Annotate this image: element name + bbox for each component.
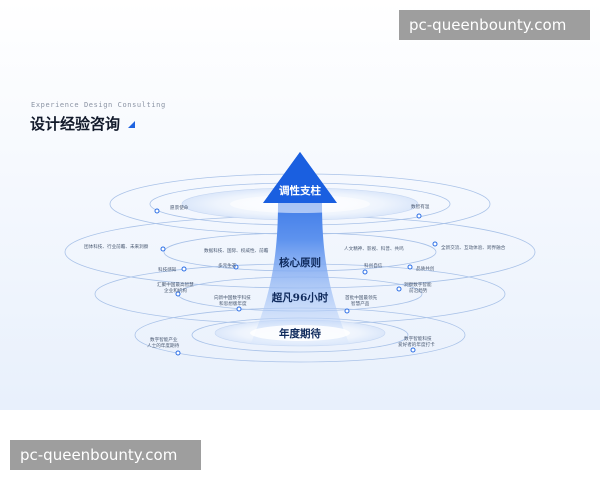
dot-l3-mid-right [344, 308, 350, 314]
disc-layer-1-top [230, 195, 370, 213]
layer-title-4: 年度期待 [279, 327, 321, 340]
dot-l3-left [175, 291, 181, 297]
dot-l2-low-mid-right [362, 269, 368, 275]
dot-l2-low-right [407, 264, 413, 270]
label-l3-mid-left-b: 和思想版年度 [219, 300, 247, 307]
label-l1-right: 数智有温 [411, 203, 430, 210]
label-l3-mid-right-b: 智慧产品 [351, 300, 370, 307]
dot-l4-left [175, 350, 181, 356]
label-l3-left-b: 企业和机构 [164, 287, 187, 294]
label-l4-right-a: 数字智能科技 [404, 335, 432, 342]
label-l2-inner-right: 人文精神、影视、科普、共鸣 [344, 245, 404, 252]
label-l4-left-a: 数字智能产业 [150, 336, 178, 343]
label-l2-low-mid-right: 科创自信 [364, 262, 383, 269]
dot-l4-right [410, 347, 416, 353]
page-subtitle: Experience Design Consulting [31, 101, 166, 109]
label-l3-mid-left-a: 向新中国数字科技 [214, 294, 251, 301]
dot-l1-right [416, 213, 422, 219]
label-l3-mid-right-a: 首批中国最领先 [345, 294, 378, 301]
label-l3-left-a: 汇聚中国最高智慧 [157, 281, 194, 288]
label-l1-left: 愿景使命 [170, 204, 189, 211]
label-l2-low-left: 科技感知 [158, 266, 177, 273]
label-l2-outer-right: 全新交流、互动体验、跨界融合 [441, 244, 506, 251]
connector-dots [154, 208, 438, 356]
dot-l2-low-mid-left [233, 264, 239, 270]
dot-l2-outer-left [160, 246, 166, 252]
title-accent-mark [128, 121, 135, 128]
layer-title-3: 超凡96小时 [271, 291, 329, 304]
layered-arrow-diagram: 调性支柱 核心原则 超凡96小时 年度期待 愿景使命 数智有温 团体科技、行业前… [64, 152, 536, 363]
layer-title-1: 调性支柱 [279, 184, 321, 197]
dot-l2-low-left [181, 266, 187, 272]
label-l2-low-right: 品质共创 [416, 265, 435, 272]
dot-l3-right [396, 286, 402, 292]
label-l4-left-b: 人士的年度期待 [147, 342, 180, 349]
callout-labels: 愿景使命 数智有温 团体科技、行业前瞻、未来洞察 数据科技、国际、权威性、前瞻 … [84, 203, 506, 349]
layer-title-2: 核心原则 [279, 256, 321, 269]
disc-layer-4-top [250, 325, 350, 341]
label-l2-inner-left: 数据科技、国际、权威性、前瞻 [204, 247, 269, 254]
label-l2-outer-left: 团体科技、行业前瞻、未来洞察 [84, 243, 149, 250]
arrow-head-overlay [263, 152, 337, 203]
label-l2-low-mid-left: 多元生态 [218, 262, 237, 269]
label-l3-right-b: 前沿趋势 [409, 287, 428, 294]
dot-l3-mid-left [236, 306, 242, 312]
watermark-bottom: pc-queenbounty.com [10, 440, 201, 470]
label-l4-right-b: 爱好者的年度打卡 [398, 341, 435, 348]
dot-l1-left [154, 208, 160, 214]
dot-l2-outer-right [432, 241, 438, 247]
label-l3-right-a: 洞察数字智能 [404, 281, 432, 288]
page-title: 设计经验咨询 [30, 115, 121, 133]
watermark-top: pc-queenbounty.com [399, 10, 590, 40]
